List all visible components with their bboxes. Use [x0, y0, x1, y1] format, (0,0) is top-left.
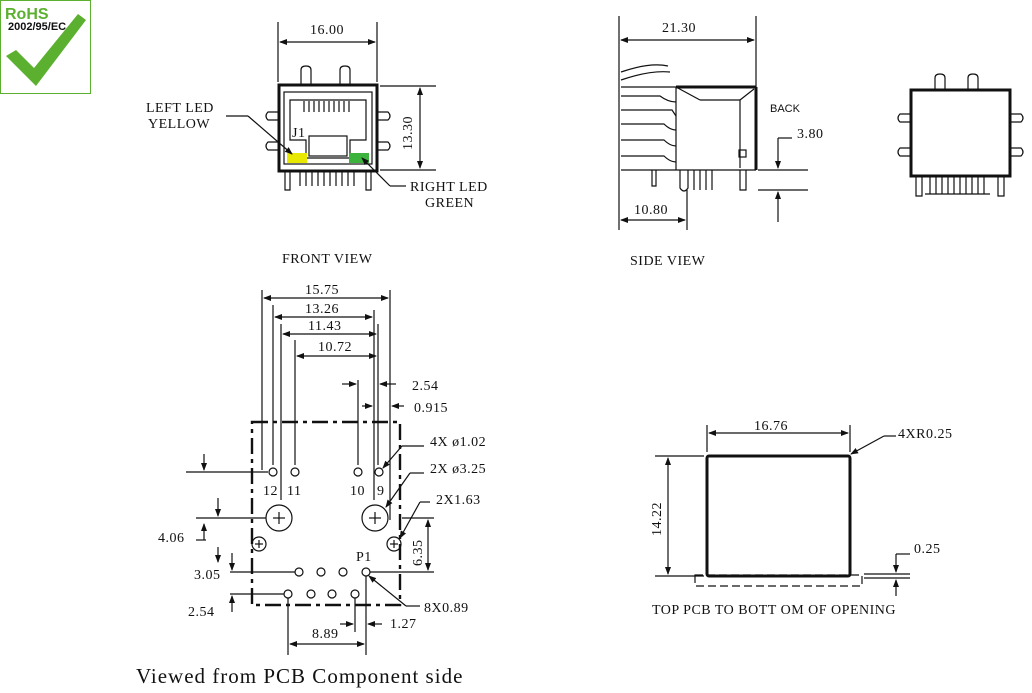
dim-6-35: 6.35	[411, 540, 426, 567]
back-dim: 3.80	[797, 127, 824, 142]
dim-4-06: 4.06	[158, 531, 185, 546]
opening-caption: TOP PCB TO BOTT OM OF OPENING	[652, 603, 896, 618]
back-view	[897, 73, 1024, 197]
front-view-caption: FRONT VIEW	[282, 252, 373, 267]
opening-width-dim: 16.76	[754, 419, 788, 434]
hole-callout-1-63: 2X1.63	[436, 493, 481, 508]
jack-label-j1: J1	[292, 126, 305, 141]
signal-pins	[283, 567, 371, 599]
pin-label-11: 11	[287, 484, 301, 499]
dim-8-89: 8.89	[312, 627, 339, 642]
rohs-badge: RoHS 2002/95/EC	[0, 0, 91, 94]
dim-11-43: 11.43	[308, 319, 341, 334]
dim-10-72: 10.72	[318, 340, 352, 355]
check-mark-icon	[6, 14, 86, 86]
pin-label-p1: P1	[356, 550, 372, 565]
pin-label-12: 12	[263, 484, 278, 499]
pin-label-9: 9	[377, 484, 385, 499]
corner-radius-dim: 4XR0.25	[898, 427, 952, 442]
side-width-dim: 21.30	[662, 21, 696, 36]
right-led-green	[349, 153, 369, 163]
front-pins	[299, 171, 355, 186]
hole-callout-3-25: 2X ø3.25	[430, 462, 486, 477]
shield-holes	[251, 536, 402, 552]
pcb-footprint: 15.75 13.26 11.43 10.72 2.54 0.915 12 11…	[136, 283, 486, 688]
opening-height-dim: 14.22	[650, 502, 665, 536]
hole-callout-0-89: 8X0.89	[424, 601, 469, 616]
panel-opening: 16.76 14.22 4XR0.25 0.25 TOP PCB TO BOTT…	[650, 419, 952, 618]
rohs-subtitle: 2002/95/EC	[8, 21, 66, 33]
right-led-color-label: GREEN	[425, 196, 474, 211]
small-holes	[268, 467, 384, 477]
large-holes	[265, 504, 389, 532]
pin-label-10: 10	[350, 484, 365, 499]
left-led-yellow	[287, 153, 307, 163]
side-view: 21.30 BACK 3.80	[618, 16, 824, 269]
dim-1-27: 1.27	[390, 617, 417, 632]
dim-3-05: 3.05	[194, 568, 221, 583]
opening-offset-dim: 0.25	[914, 542, 941, 557]
rj45-contacts	[303, 101, 350, 112]
rohs-title: RoHS	[5, 6, 49, 23]
side-bottom-dim: 10.80	[634, 203, 668, 218]
dim-13-26: 13.26	[305, 302, 339, 317]
dim-2-54-bottom: 2.54	[188, 605, 215, 620]
side-view-caption: SIDE VIEW	[630, 254, 706, 269]
back-label: BACK	[770, 103, 801, 115]
left-led-label: LEFT LED	[146, 101, 214, 116]
hole-callout-1-02: 4X ø1.02	[430, 435, 486, 450]
dim-15-75: 15.75	[305, 283, 339, 298]
right-led-label: RIGHT LED	[410, 180, 488, 195]
dim-0-915: 0.915	[414, 401, 448, 416]
front-view: 16.00 J1	[146, 22, 488, 267]
footprint-caption: Viewed from PCB Component side	[136, 664, 463, 688]
front-height-dim: 13.30	[401, 116, 416, 150]
left-led-color-label: YELLOW	[148, 117, 210, 132]
dim-2-54-top: 2.54	[412, 379, 439, 394]
front-width-dim: 16.00	[310, 23, 344, 38]
